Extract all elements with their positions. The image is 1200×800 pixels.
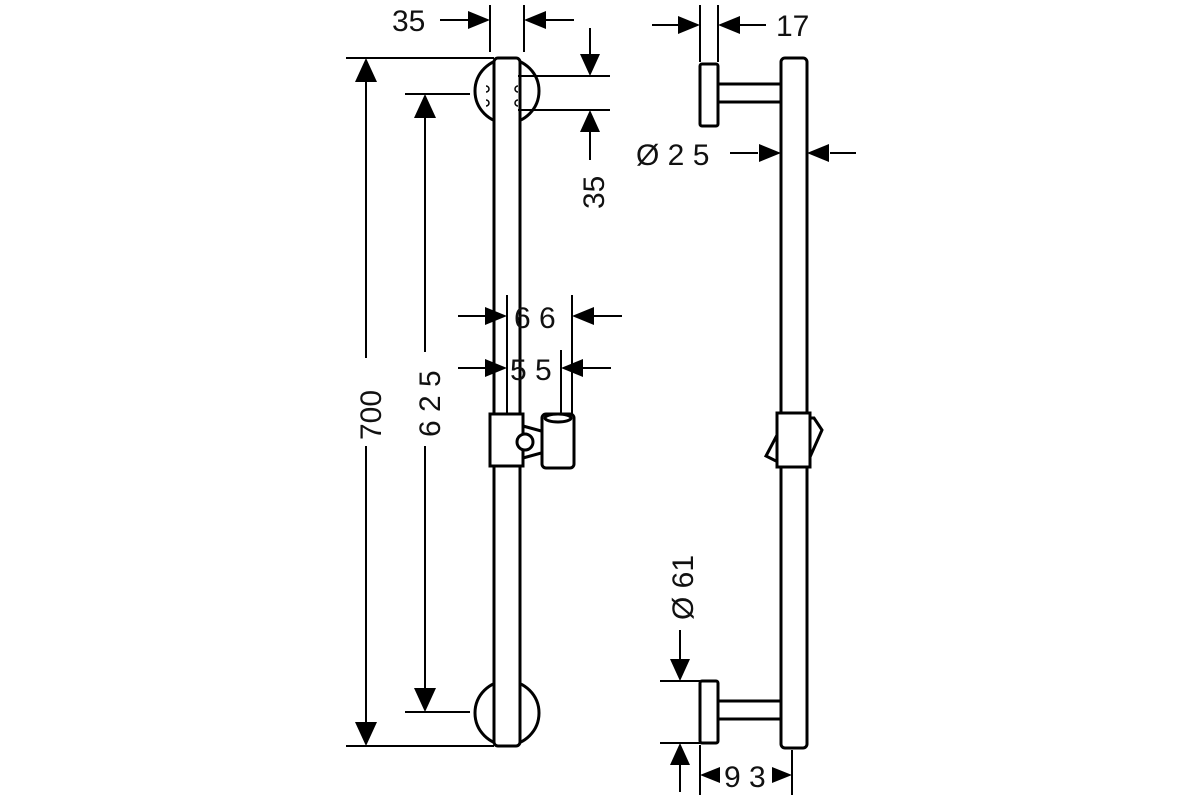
dim-35-top-label: 35 — [392, 5, 425, 38]
dim-25-label: Ø 2 5 — [636, 139, 709, 172]
dim-61: Ø 61 — [660, 555, 700, 792]
dim-35-top: 35 — [392, 5, 574, 52]
dim-625-label: 6 2 5 — [414, 370, 447, 437]
dim-93-label: 9 3 — [724, 761, 766, 794]
dim-66-label: 6 6 — [514, 302, 556, 335]
side-slider — [775, 411, 812, 469]
bottom-bracket-flange — [698, 679, 720, 745]
dim-35-side: 35 — [518, 28, 611, 209]
bottom-bracket-arm — [716, 699, 786, 721]
side-view — [698, 56, 824, 750]
dim-61-label: Ø 61 — [667, 555, 700, 620]
side-rail — [779, 56, 809, 750]
dim-93: 9 3 — [699, 745, 793, 795]
holder-opening — [543, 412, 573, 424]
dim-55: 5 5 — [458, 350, 611, 414]
dim-55-label: 5 5 — [510, 354, 552, 387]
front-view — [473, 56, 576, 748]
dim-625: 6 2 5 — [405, 93, 470, 713]
slider-knob — [515, 432, 535, 452]
dim-66: 6 6 — [458, 295, 622, 414]
dim-17-label: 17 — [776, 10, 809, 43]
screw-holes — [485, 85, 519, 107]
dim-17: 17 — [652, 5, 809, 62]
dim-25: Ø 2 5 — [636, 139, 856, 172]
dim-35-side-label: 35 — [578, 176, 611, 209]
top-bracket-flange — [698, 62, 720, 128]
top-bracket-arm — [716, 82, 786, 104]
dim-700: 700 — [346, 57, 494, 747]
dim-700-label: 700 — [355, 390, 388, 440]
